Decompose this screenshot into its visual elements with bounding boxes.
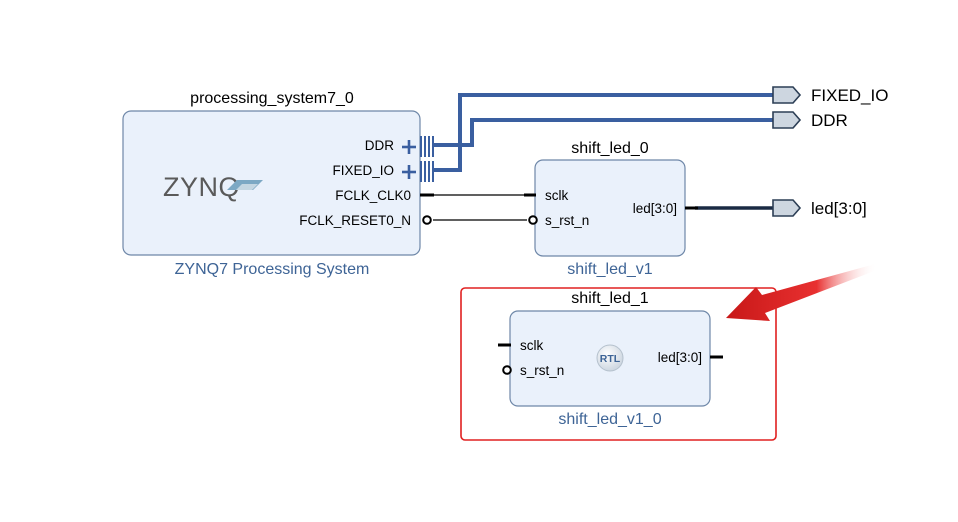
fixed-io-port-label: FIXED_IO xyxy=(811,86,888,105)
shift-led-1-pin-led: led[3:0] xyxy=(658,350,702,365)
ps-module-name: ZYNQ7 Processing System xyxy=(175,261,370,278)
shift-led-1-pin-s-rst-n: s_rst_n xyxy=(520,363,564,378)
ps-block-body[interactable] xyxy=(122,110,421,256)
ddr-expand-plus-icon[interactable] xyxy=(402,140,416,154)
shift-led-0-pin-sclk: sclk xyxy=(545,188,568,203)
ps-pin-fclk-clk0-label: FCLK_CLK0 xyxy=(335,188,411,203)
shift-led-1-module-name: shift_led_v1_0 xyxy=(558,411,661,428)
led-port-label: led[3:0] xyxy=(811,199,867,218)
ps-pin-ddr-label: DDR xyxy=(365,138,394,153)
s-rst-n-pin-icon[interactable] xyxy=(528,215,538,225)
shift-led-1-instance-name: shift_led_1 xyxy=(571,290,648,307)
ps-instance-name: processing_system7_0 xyxy=(190,90,354,107)
highlight-box xyxy=(460,287,777,441)
shift-led-0-block[interactable]: shift_led_0 shift_led_v1 sclk s_rst_n le… xyxy=(524,140,698,278)
ps-pin-fixed-io-label: FIXED_IO xyxy=(332,163,394,178)
fixed-io-bus-wire[interactable] xyxy=(433,93,773,172)
ddr-interface-icon[interactable] xyxy=(420,136,434,157)
red-arrow-icon xyxy=(726,264,877,321)
shift-led-0-pin-led: led[3:0] xyxy=(633,201,677,216)
zynq-logo-text: ZYNQ xyxy=(163,172,240,202)
ps-pin-fclk-reset0-n-label: FCLK_RESET0_N xyxy=(299,213,411,228)
ddr-bus-wire[interactable] xyxy=(433,118,773,147)
shift-led-0-module-name: shift_led_v1 xyxy=(567,261,652,278)
fclk-reset0-n-pin-icon[interactable] xyxy=(422,215,432,225)
ps-block[interactable]: processing_system7_0 ZYNQ7 Processing Sy… xyxy=(122,90,434,278)
shift-led-0-pin-s-rst-n: s_rst_n xyxy=(545,213,589,228)
s-rst-n-pin-icon[interactable] xyxy=(502,365,512,375)
shift-led-1-pin-sclk: sclk xyxy=(520,338,543,353)
external-port-ddr[interactable]: DDR xyxy=(772,111,848,130)
external-port-led[interactable]: led[3:0] xyxy=(772,199,867,218)
external-port-fixed-io[interactable]: FIXED_IO xyxy=(772,86,888,105)
rtl-badge-text: RTL xyxy=(600,353,621,365)
fixed-io-port-icon[interactable] xyxy=(772,86,802,104)
shift-led-0-instance-name: shift_led_0 xyxy=(571,140,648,157)
shift-led-1-block[interactable]: shift_led_1 shift_led_v1_0 sclk s_rst_n … xyxy=(498,290,723,428)
led-port-icon[interactable] xyxy=(772,199,802,217)
fixed-io-interface-icon[interactable] xyxy=(420,161,434,182)
zynq-logo-icon: ZYNQ xyxy=(163,172,263,202)
rtl-badge-icon: RTL xyxy=(596,344,624,372)
fixed-io-expand-plus-icon[interactable] xyxy=(402,165,416,179)
ddr-port-icon[interactable] xyxy=(772,111,802,129)
ddr-port-label: DDR xyxy=(811,111,848,130)
